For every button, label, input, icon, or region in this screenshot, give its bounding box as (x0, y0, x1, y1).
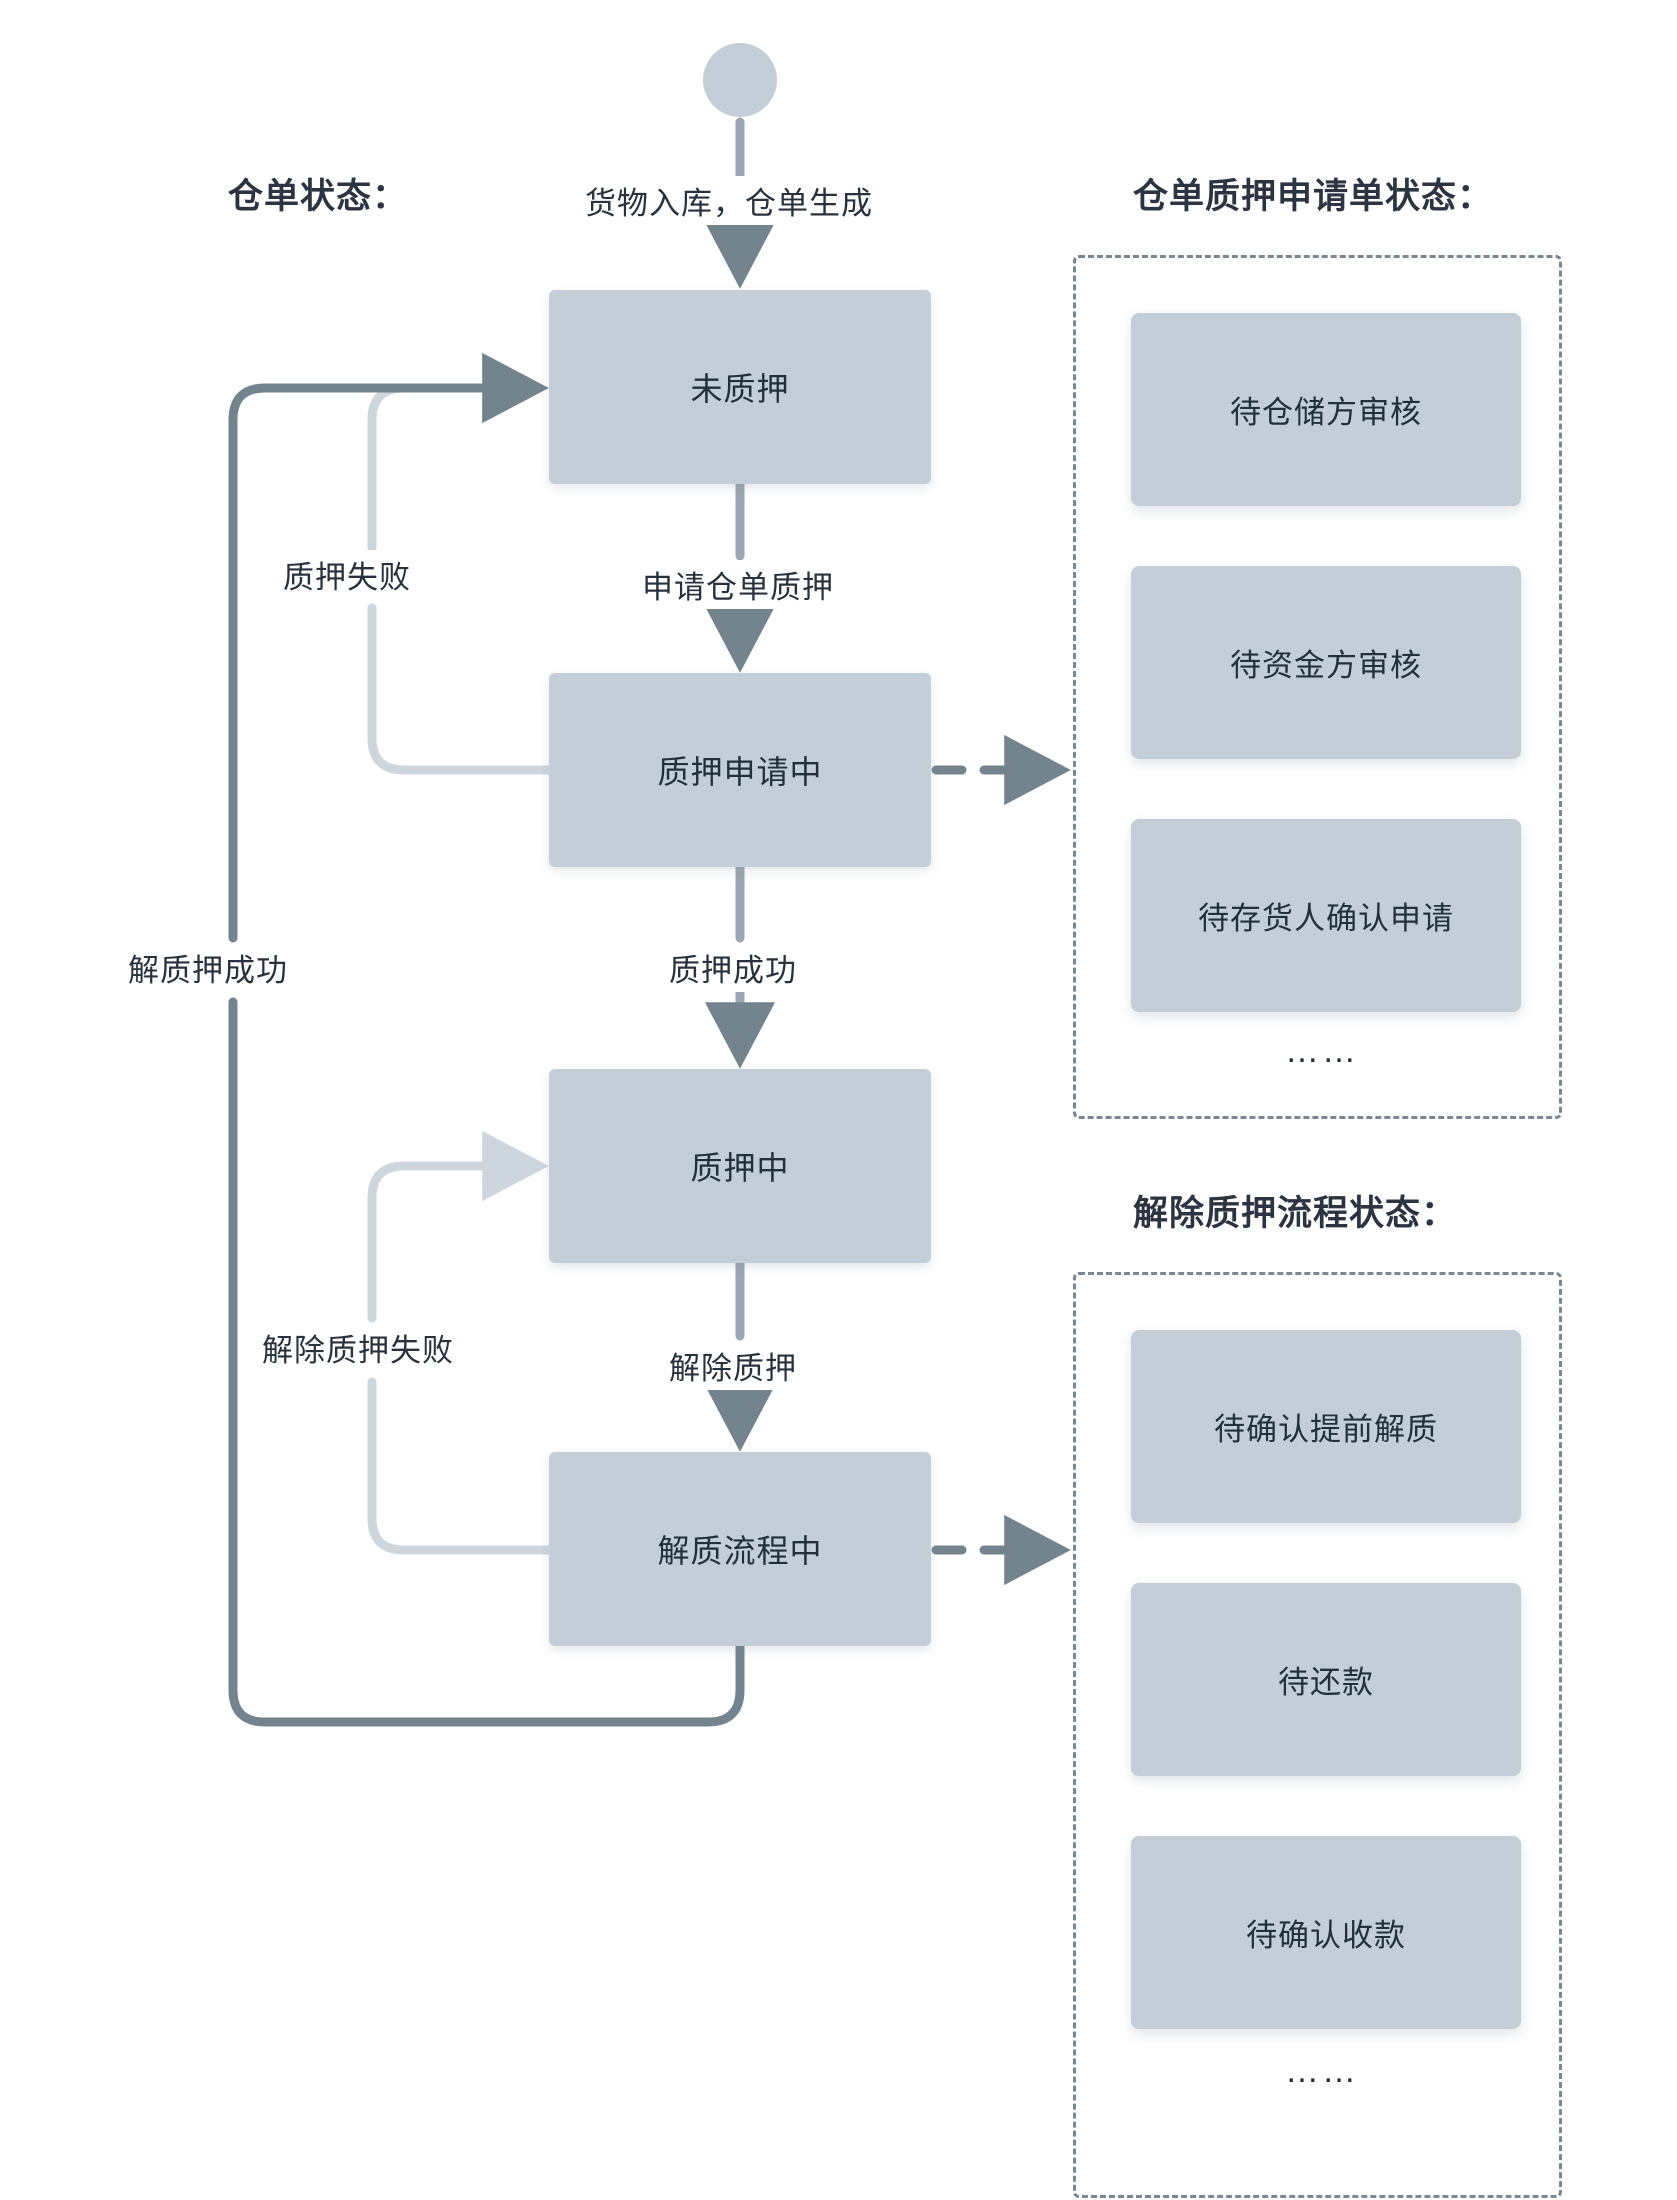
pledge-application-status-title: 仓单质押申请单状态： (1133, 177, 1494, 216)
edge-release-failed-a (367, 1377, 554, 1555)
edge-label-pledge-failed: 质押失败 (275, 550, 419, 599)
sub-state-pending-depositor-confirm[interactable]: 待存货人确认申请 (1131, 819, 1521, 1012)
edge-pledge-failed-b (367, 352, 549, 553)
edge-label-goods-intake: 货物入库，仓单生成 (577, 176, 881, 225)
edge-label-pledge-success: 质押成功 (661, 943, 805, 992)
sub-state-pending-confirm-early-release[interactable]: 待确认提前解质 (1131, 1330, 1521, 1523)
edge-release-success-b (228, 352, 549, 943)
edge-pledge-failed-a (367, 603, 554, 775)
state-box-pledged[interactable]: 质押中 (549, 1069, 931, 1263)
state-box-pledge-applying[interactable]: 质押申请中 (549, 673, 931, 867)
edge-release-failed-b (367, 1130, 549, 1323)
edge-label-release-failed: 解除质押失败 (254, 1323, 462, 1372)
start-node-icon (703, 43, 777, 117)
release-process-status-title: 解除质押流程状态： (1133, 1194, 1458, 1233)
sub-state-pending-repayment[interactable]: 待还款 (1131, 1583, 1521, 1776)
warehouse-receipt-status-title: 仓单状态： (228, 177, 409, 216)
pledge-application-status-group (1073, 255, 1562, 1119)
edge-label-apply-pledge: 申请仓单质押 (634, 560, 842, 609)
release-process-status-group (1073, 1272, 1562, 2198)
release-process-ellipsis: …… (1285, 2052, 1359, 2090)
state-box-releasing[interactable]: 解质流程中 (549, 1452, 931, 1646)
state-box-unpledged[interactable]: 未质押 (549, 290, 931, 484)
sub-state-pending-confirm-receipt[interactable]: 待确认收款 (1131, 1836, 1521, 2029)
pledge-application-ellipsis: …… (1285, 1032, 1359, 1070)
edge-label-release-pledge: 解除质押 (661, 1341, 805, 1390)
sub-state-pending-funder-review[interactable]: 待资金方审核 (1131, 566, 1521, 759)
edge-label-release-success: 解质押成功 (120, 943, 296, 992)
sub-state-pending-warehouse-review[interactable]: 待仓储方审核 (1131, 313, 1521, 506)
